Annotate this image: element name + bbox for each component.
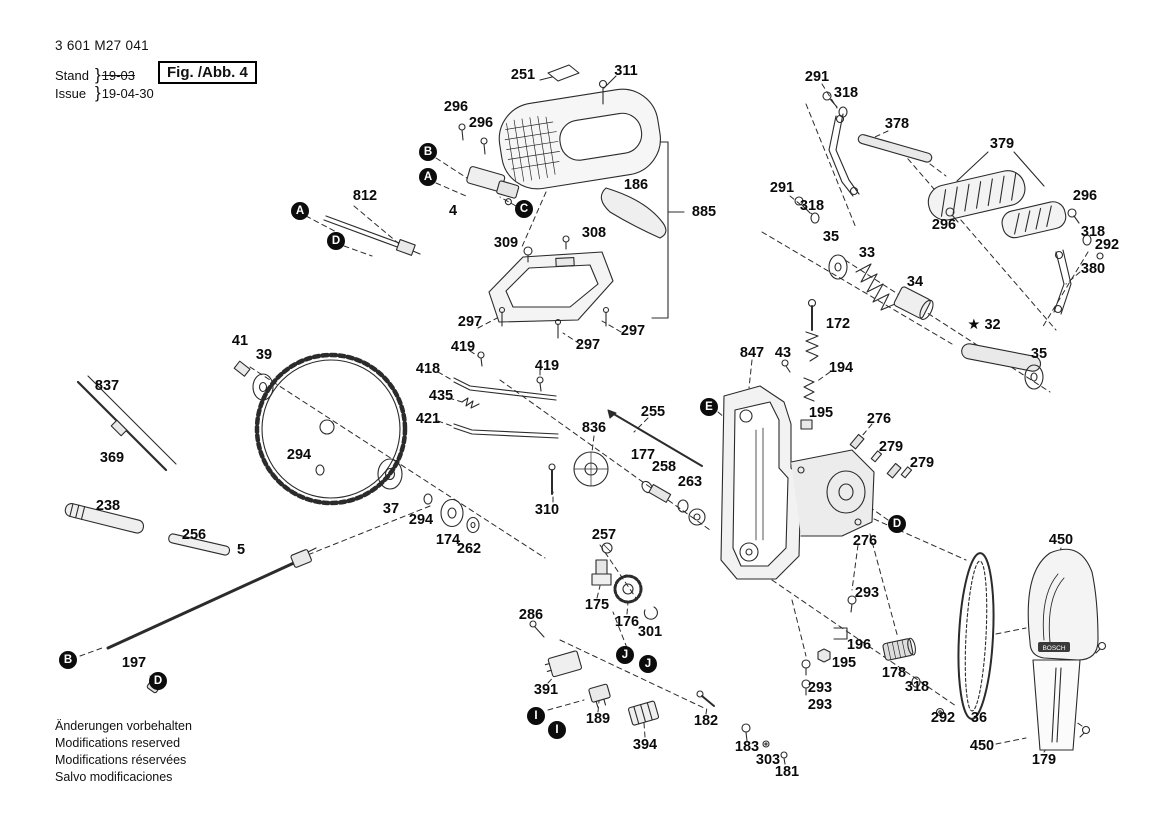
rod-sketches — [76, 375, 177, 472]
footer-line-de: Änderungen vorbehalten — [55, 719, 192, 733]
carry-handle-sketch — [498, 88, 661, 190]
tension-lever-sketches — [794, 91, 1104, 315]
type-number: 3 601 M27 041 — [55, 38, 149, 53]
issue-row: Issue } 19-04-30 — [55, 83, 154, 102]
footer-line-fr: Modifications réservées — [55, 753, 187, 767]
version-block: Stand } 19-03 Issue } 19-04-30 — [55, 65, 154, 102]
spindle-sketches — [548, 409, 706, 620]
brace-glyph: } — [95, 83, 101, 102]
housing-sketch — [720, 385, 875, 580]
link-arm-sketch — [600, 187, 667, 239]
figure-number-box: Fig. /Abb. 4 — [158, 61, 257, 84]
footer-line-en: Modifications reserved — [55, 736, 181, 750]
stand-value: 19-03 — [101, 67, 135, 83]
screw-197-sketch — [146, 672, 166, 694]
issue-value: 19-04-30 — [101, 85, 154, 101]
switch-bracket-sketch — [466, 166, 520, 206]
cable-sketch — [323, 215, 421, 256]
document-header: 3 601 M27 041 Stand } 19-03 Issue } 19-0… — [55, 38, 154, 102]
switch-cluster-sketches — [529, 620, 788, 765]
footer-line-es: Salvo modificaciones — [55, 770, 173, 784]
stand-row: Stand } 19-03 — [55, 65, 154, 84]
leader-lines — [79, 83, 1097, 753]
guard-logo-text: BOSCH — [1042, 645, 1065, 652]
depth-rod-sketch — [106, 547, 317, 650]
belt-sketch — [957, 552, 995, 720]
disclaimer-footer: Änderungen vorbehalten Modifications res… — [55, 718, 192, 786]
issue-label: Issue — [55, 85, 87, 101]
spring-rod-sketches — [828, 254, 1044, 390]
guard-sketch: BOSCH — [1027, 548, 1107, 751]
stand-label: Stand — [55, 67, 89, 83]
base-plate-sketch — [488, 235, 614, 339]
saw-blade-sketch — [254, 352, 408, 506]
rail-sketches — [453, 351, 559, 439]
arbor-bolt-sketch — [233, 360, 274, 401]
flange-cluster-sketch — [315, 458, 480, 534]
handle-screws-sketch — [458, 64, 608, 155]
clamp-sketches — [801, 595, 945, 717]
pin-sketch — [168, 533, 231, 556]
wrench-sketch — [64, 503, 145, 534]
spring-sketches — [781, 298, 913, 479]
brace-glyph: } — [95, 65, 101, 84]
